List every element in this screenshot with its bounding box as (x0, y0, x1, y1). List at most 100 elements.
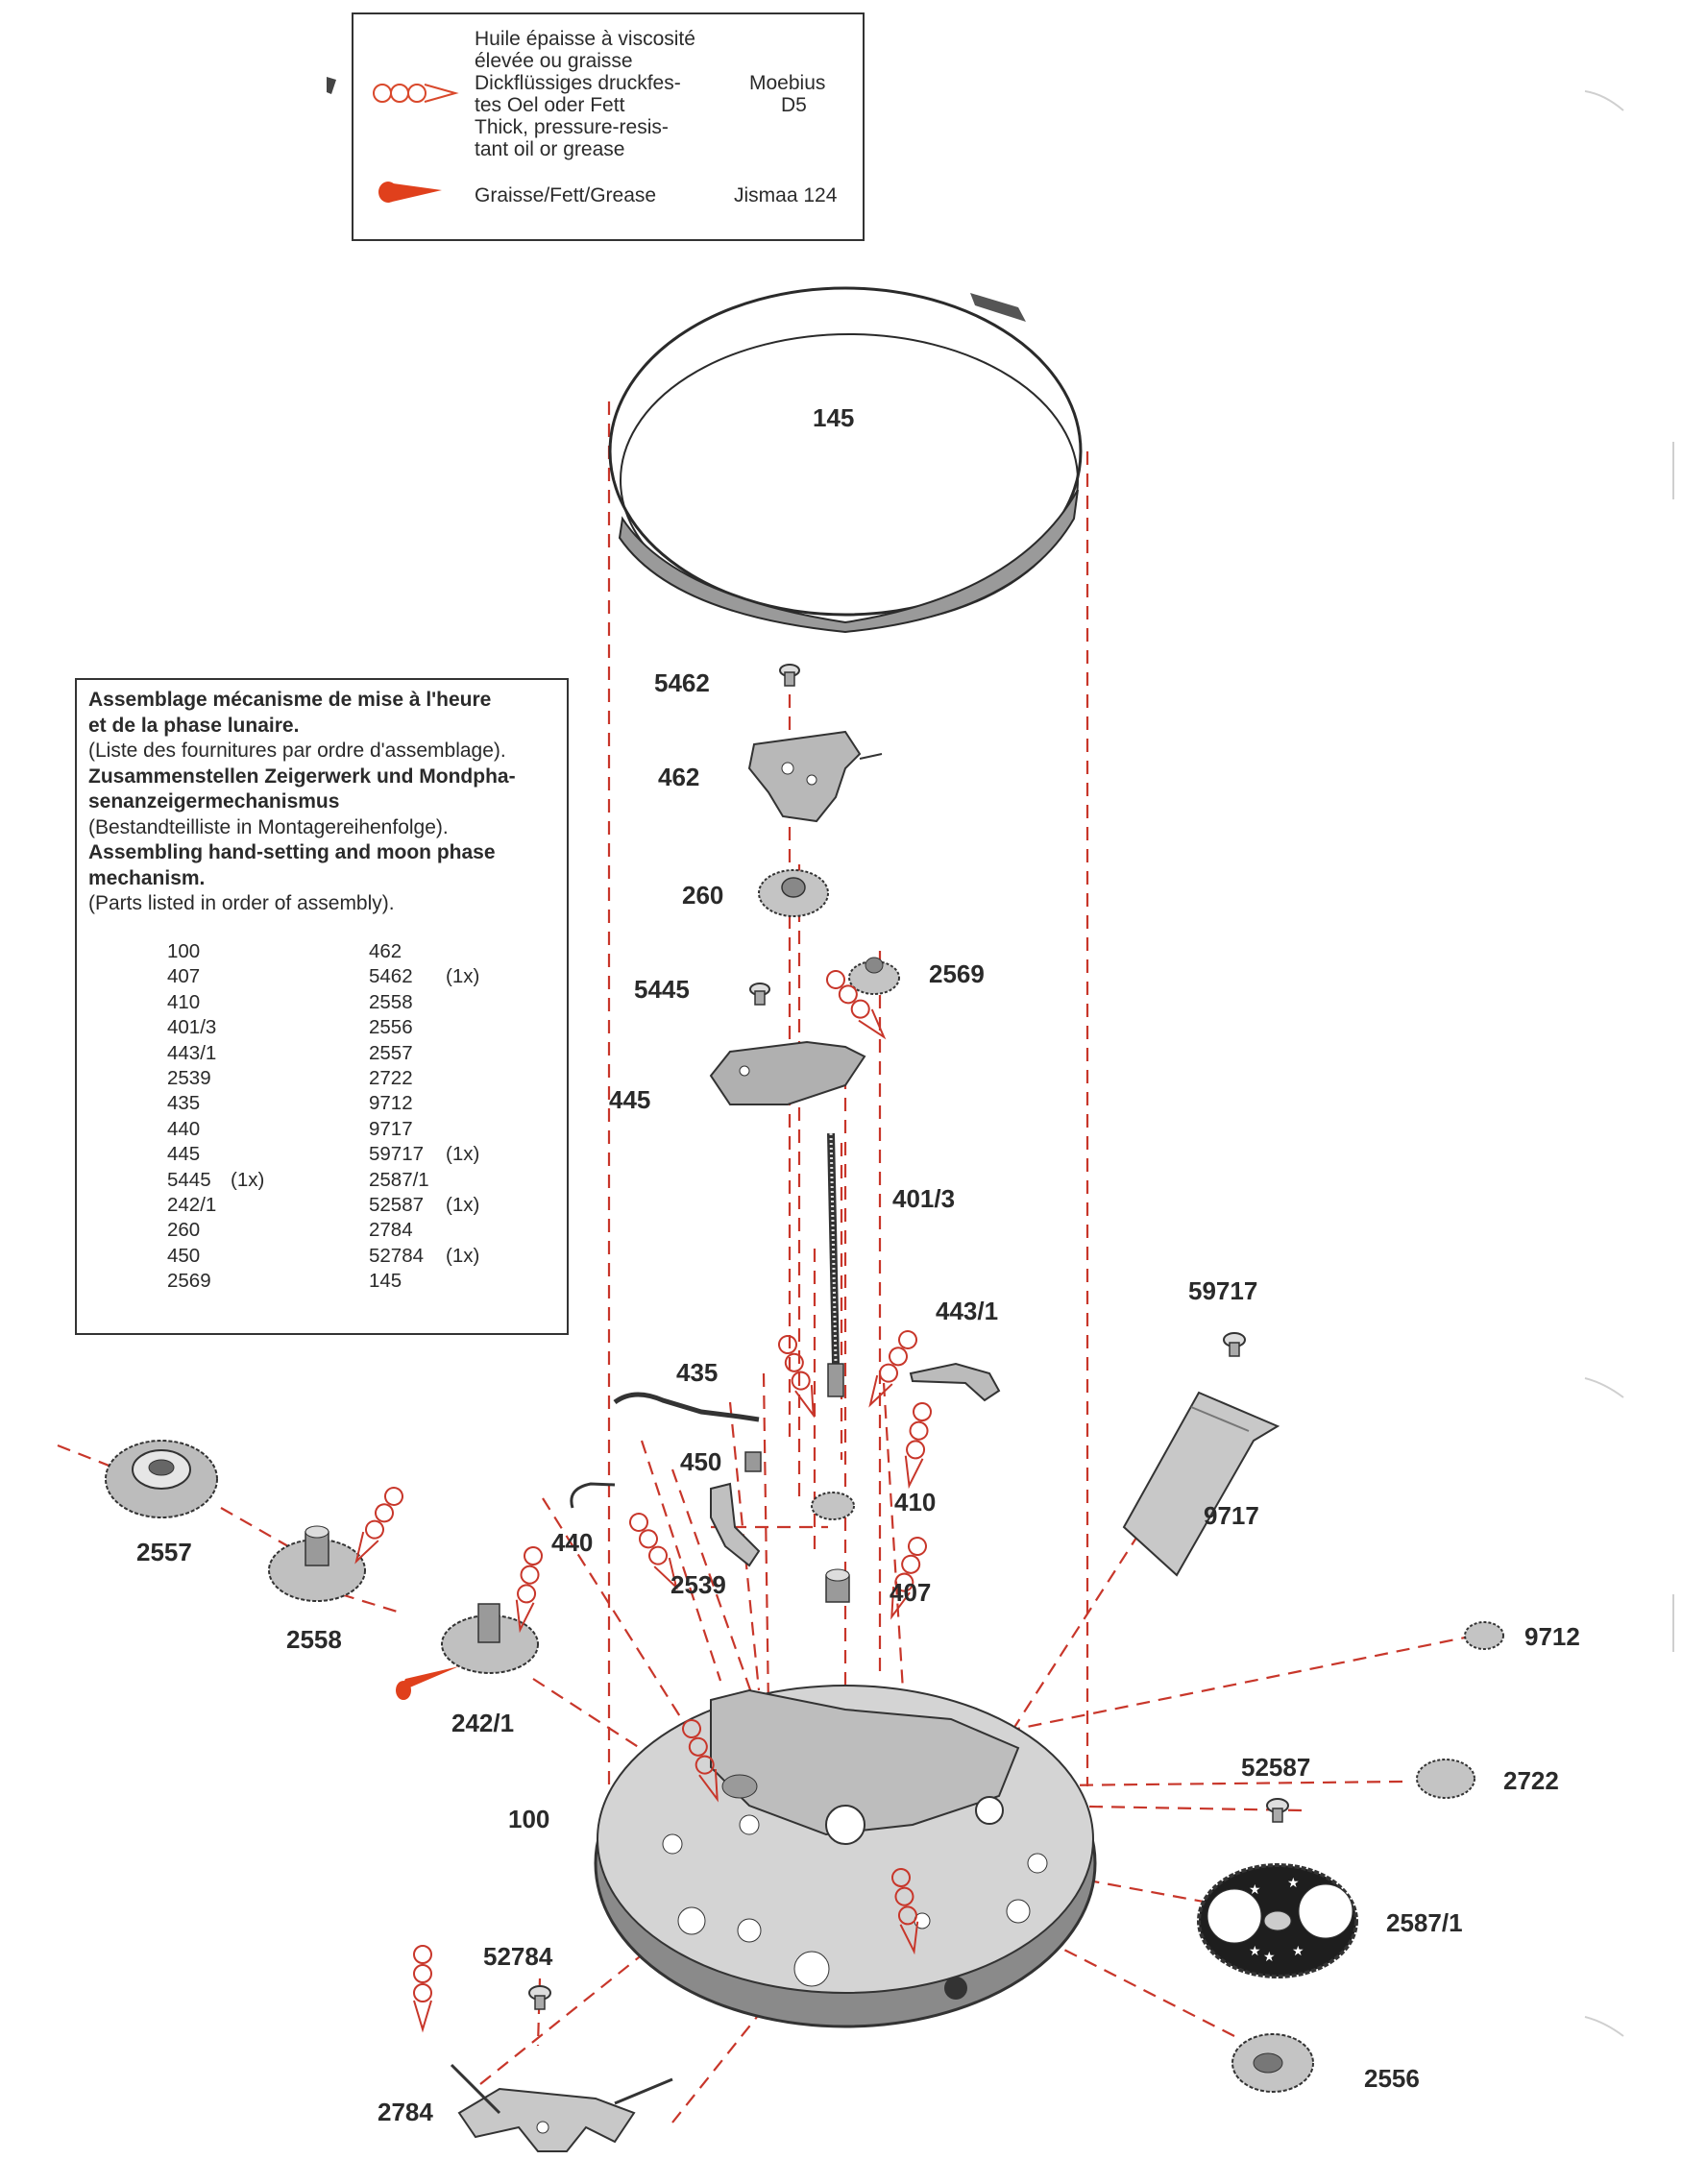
part-number: 5445 (167, 1168, 211, 1191)
label-145: 145 (813, 403, 855, 432)
stem-401-3 (827, 1132, 844, 1397)
parts-row: 5445(1x)2587/1 (77, 1168, 567, 1193)
grease-marker (396, 1666, 459, 1700)
part-number: 410 (167, 990, 201, 1013)
label-52587: 52587 (1241, 1753, 1311, 1782)
svg-text:★: ★ (1292, 1943, 1304, 1958)
part-quantity: (1x) (446, 1194, 480, 1216)
plate-462 (747, 730, 883, 823)
svg-text:★: ★ (1249, 1881, 1261, 1897)
part-number: 401/3 (167, 1016, 217, 1039)
label-2587-1: 2587/1 (1386, 1908, 1463, 1937)
legend-oil-line-6: tant oil or grease (475, 138, 625, 160)
label-52784: 52784 (483, 1942, 553, 1971)
screw-52784 (528, 1985, 551, 2010)
lever-2539 (710, 1482, 761, 1567)
lubricant-legend: Huile épaisse à viscosité élevée ou grai… (352, 12, 865, 241)
part-number: 407 (167, 965, 201, 988)
label-440: 440 (551, 1528, 594, 1557)
gear-242-1 (441, 1603, 539, 1674)
part-number: 443/1 (167, 1041, 217, 1064)
label-2539: 2539 (670, 1570, 726, 1599)
parts-row: 410 2558 (77, 990, 567, 1015)
label-5462: 5462 (654, 668, 710, 697)
part-number: 9717 (369, 1117, 413, 1140)
parts-row: 435 9712 (77, 1091, 567, 1116)
assembly-line: et de la phase lunaire. (88, 714, 300, 737)
oil-drops-outline-icon (373, 84, 459, 103)
svg-text:★: ★ (1249, 1943, 1261, 1958)
legend-oil-product-2: D5 (781, 94, 807, 116)
bridge-2784 (450, 2063, 673, 2152)
part-number: 59717 (369, 1143, 425, 1166)
apostrophe-mark (327, 77, 336, 94)
assembly-line: (Liste des fournitures par ordre d'assem… (88, 740, 506, 762)
parts-row: 440 9717 (77, 1117, 567, 1142)
assembly-line: mechanism. (88, 866, 206, 889)
screw-52587 (1266, 1798, 1289, 1823)
assembly-line: (Parts listed in order of assembly). (88, 892, 395, 914)
svg-text:★: ★ (1263, 1949, 1276, 1964)
pinion-407 (825, 1568, 850, 1603)
part-number: 9712 (369, 1092, 413, 1115)
part-number: 2722 (369, 1067, 413, 1089)
label-59717: 59717 (1188, 1276, 1258, 1305)
screw-5462 (779, 664, 800, 687)
legend-oil-line-3: Dickflüssiges druckfes- (475, 72, 681, 94)
legend-grease-label: Graisse/Fett/Grease (475, 184, 657, 206)
gear-2557 (105, 1440, 218, 1518)
label-435: 435 (676, 1358, 719, 1387)
parts-row: 401/3 2556 (77, 1015, 567, 1040)
label-407: 407 (890, 1578, 932, 1607)
parts-row: 2569 145 (77, 1269, 567, 1294)
gear-2558 (268, 1525, 366, 1602)
assembly-line: senanzeigermechanismus (88, 790, 340, 813)
part-number: 435 (167, 1092, 201, 1115)
spring-9717 (1122, 1391, 1280, 1577)
assembly-line: Assembling hand-setting and moon phase (88, 841, 496, 863)
label-2558: 2558 (286, 1625, 342, 1654)
part-quantity: (1x) (231, 1168, 265, 1191)
label-2569: 2569 (929, 959, 985, 988)
spring-440 (570, 1482, 616, 1509)
part-number: 52784 (369, 1244, 425, 1267)
label-401-3: 401/3 (892, 1184, 956, 1213)
part-quantity: (1x) (446, 1143, 480, 1166)
part-number: 145 (369, 1270, 402, 1293)
legend-oil-line-4: tes Oel oder Fett (475, 94, 625, 116)
parts-row: 443/1 2557 (77, 1041, 567, 1066)
label-2556: 2556 (1364, 2064, 1420, 2093)
binder-marks (1584, 90, 1674, 2037)
part-number: 2556 (369, 1016, 413, 1039)
gear-2722 (1416, 1759, 1475, 1799)
part-number: 242/1 (167, 1194, 217, 1216)
screw-5445 (749, 983, 770, 1006)
pinion-450 (744, 1451, 762, 1472)
part-number: 2558 (369, 990, 413, 1013)
legend-oil-line-5: Thick, pressure-resis- (475, 116, 669, 138)
part-number: 2784 (369, 1219, 413, 1242)
label-100: 100 (508, 1805, 550, 1833)
part-number: 2557 (369, 1041, 413, 1064)
screw-59717 (1223, 1332, 1246, 1357)
part-number: 52587 (369, 1194, 425, 1216)
lever-443-1 (909, 1362, 1001, 1402)
part-number: 440 (167, 1117, 201, 1140)
grease-drop-filled-icon (378, 182, 442, 203)
legend-oil-line-2: élevée ou graisse (475, 50, 633, 72)
legend-oil-product-1: Moebius (749, 72, 826, 94)
moon-disc-2587-1: ★ ★ ★ ★ ★ (1197, 1863, 1358, 1978)
assembly-line: Zusammenstellen Zeigerwerk und Mondpha- (88, 764, 516, 788)
legend-oil-line-1: Huile épaisse à viscosité (475, 28, 695, 50)
part-number: 5462 (369, 965, 413, 988)
label-445: 445 (609, 1085, 651, 1114)
part-number: 450 (167, 1244, 201, 1267)
part-number: 2569 (167, 1270, 211, 1293)
svg-text:★: ★ (1287, 1875, 1300, 1890)
